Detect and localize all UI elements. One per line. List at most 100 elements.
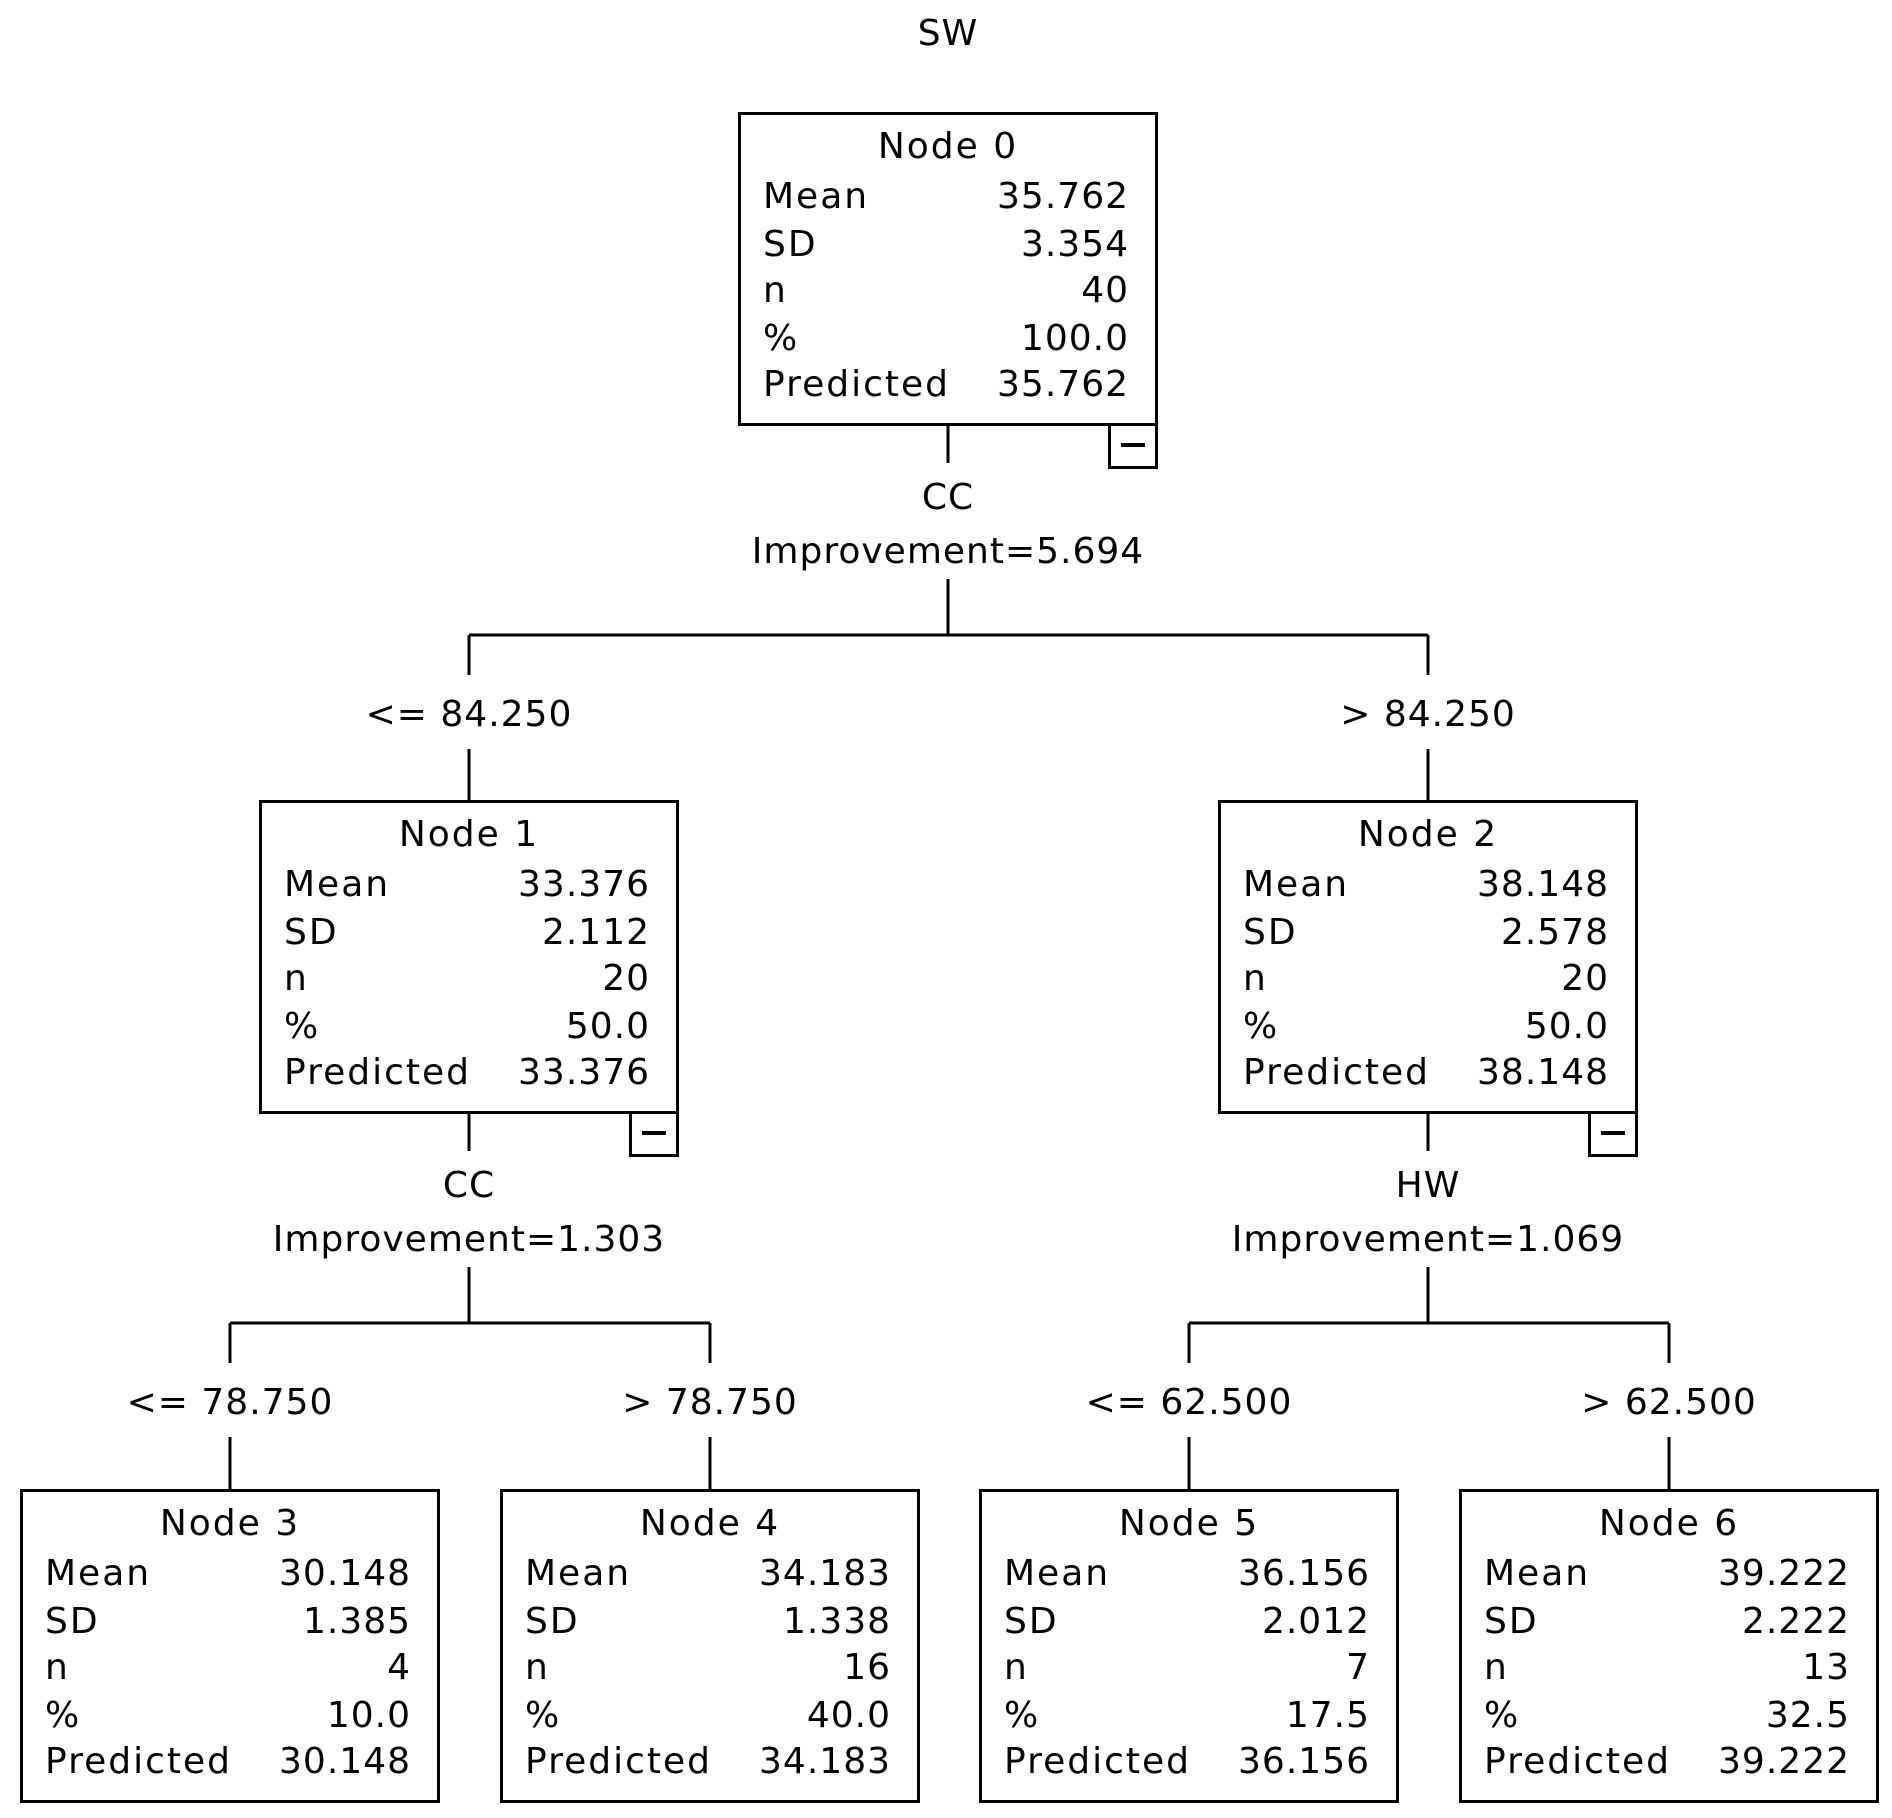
stat-value: 40: [1081, 270, 1129, 311]
branch-condition: > 84.250: [1340, 694, 1516, 735]
stat-value: 36.156: [1238, 1741, 1370, 1782]
node-stat-n: n 13: [1484, 1648, 1850, 1692]
stat-value: 33.376: [518, 1052, 650, 1093]
node-stat-pct: %17.5: [1004, 1696, 1370, 1740]
stat-value: 16: [843, 1647, 891, 1688]
collapse-node-0-button[interactable]: [1108, 423, 1158, 469]
node-stat-pct: % 10.0: [45, 1696, 411, 1740]
stat-value: 2.012: [1261, 1601, 1370, 1642]
tree-title: SW: [917, 13, 979, 54]
node-stat-pct: %40.0: [525, 1696, 891, 1740]
stat-label: Predicted: [525, 1741, 712, 1782]
stat-label: Mean: [45, 1553, 152, 1594]
stat-label: Predicted: [1004, 1741, 1191, 1782]
stat-value: 1.338: [782, 1601, 891, 1642]
stat-label: Mean: [1004, 1553, 1111, 1594]
node-stat-pct: %32.5: [1484, 1696, 1850, 1740]
stat-value: 1.385: [302, 1601, 411, 1642]
stat-label: Mean: [1243, 864, 1350, 905]
collapse-node-2-button[interactable]: [1588, 1111, 1638, 1157]
split-improvement: Improvement=1.069: [1231, 1219, 1625, 1260]
node-stat-pct: %100.0: [763, 319, 1129, 363]
stat-label: %: [1004, 1695, 1041, 1736]
node-title: Node 1: [398, 814, 540, 855]
stat-value: 20: [1561, 958, 1609, 999]
stat-value: 50.0: [565, 1006, 650, 1047]
stat-label: n: [1243, 958, 1268, 999]
stat-label: n: [284, 958, 309, 999]
stat-value: 36.156: [1238, 1553, 1370, 1594]
node-stat-predicted: Predicted 38.148: [1243, 1053, 1609, 1097]
node-stat-mean: Mean 36.156: [1004, 1554, 1370, 1598]
node-title: Node 0: [877, 126, 1019, 167]
node-stat-n: n 20: [1243, 959, 1609, 1003]
stat-label: Predicted: [763, 364, 950, 405]
node-stat-sd: SD 2.222: [1484, 1602, 1850, 1646]
stat-value: 2.112: [541, 912, 650, 953]
node-title: Node 6: [1598, 1503, 1740, 1544]
node-stat-n: n 16: [525, 1648, 891, 1692]
node-stat-mean: Mean 30.148: [45, 1554, 411, 1598]
stat-value: 50.0: [1524, 1006, 1609, 1047]
stat-label: Predicted: [1243, 1052, 1430, 1093]
stat-value: 30.148: [279, 1553, 411, 1594]
stat-value: 10.0: [326, 1695, 411, 1736]
stat-value: 34.183: [759, 1553, 891, 1594]
stat-value: 2.222: [1741, 1601, 1850, 1642]
stat-value: 35.762: [997, 364, 1129, 405]
stat-label: Mean: [763, 176, 870, 217]
branch-condition: > 78.750: [622, 1382, 798, 1423]
stat-value: 38.148: [1477, 1052, 1609, 1093]
split-improvement: Improvement=1.303: [272, 1219, 666, 1260]
stat-label: %: [525, 1695, 562, 1736]
stat-label: SD: [1484, 1601, 1539, 1642]
stat-value: 100.0: [1020, 318, 1129, 359]
stat-label: Mean: [1484, 1553, 1591, 1594]
stat-label: n: [1004, 1647, 1029, 1688]
stat-label: %: [1243, 1006, 1280, 1047]
node-stat-n: n 40: [763, 271, 1129, 315]
stat-label: n: [45, 1647, 70, 1688]
stat-label: n: [763, 270, 788, 311]
split-variable: CC: [921, 477, 975, 518]
node-stat-mean: Mean 39.222: [1484, 1554, 1850, 1598]
branch-condition: <= 78.750: [126, 1382, 334, 1423]
stat-value: 7: [1346, 1647, 1370, 1688]
stat-label: n: [525, 1647, 550, 1688]
stat-label: %: [45, 1695, 82, 1736]
branch-condition: <= 84.250: [365, 694, 573, 735]
node-stat-predicted: Predicted 30.148: [45, 1742, 411, 1786]
split-variable: HW: [1395, 1165, 1461, 1206]
stat-value: 4: [387, 1647, 411, 1688]
collapse-node-1-button[interactable]: [629, 1111, 679, 1157]
stat-value: 13: [1802, 1647, 1850, 1688]
stat-label: Mean: [284, 864, 391, 905]
stat-label: n: [1484, 1647, 1509, 1688]
stat-label: %: [284, 1006, 321, 1047]
stat-label: %: [1484, 1695, 1521, 1736]
branch-condition: > 62.500: [1581, 1382, 1757, 1423]
stat-label: Predicted: [45, 1741, 232, 1782]
stat-value: 30.148: [279, 1741, 411, 1782]
stat-value: 39.222: [1718, 1553, 1850, 1594]
node-title: Node 3: [159, 1503, 301, 1544]
stat-value: 39.222: [1718, 1741, 1850, 1782]
stat-value: 34.183: [759, 1741, 891, 1782]
stat-label: SD: [525, 1601, 580, 1642]
